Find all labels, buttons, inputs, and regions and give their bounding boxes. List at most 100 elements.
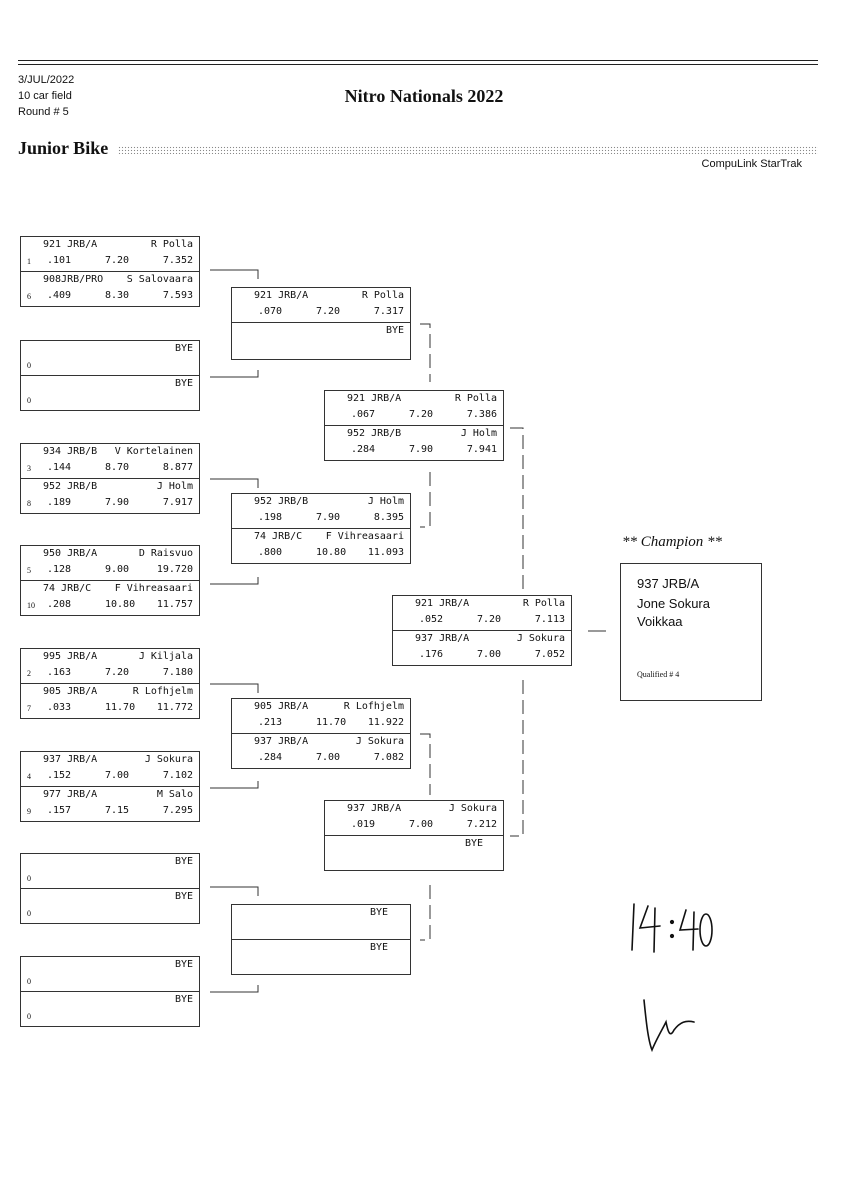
elapsed-time: 7.180 — [162, 667, 193, 678]
car-number: 952 JRB/B — [254, 496, 309, 507]
car-number: 905 JRB/A — [43, 686, 98, 697]
bye-label: BYE — [174, 891, 193, 902]
round1-match-2: BYE 0 BYE 0 — [20, 340, 200, 411]
event-meta: 3/JUL/2022 10 car field Round # 5 — [18, 72, 74, 120]
reaction-time: .152 — [47, 770, 72, 781]
car-number: 995 JRB/A — [43, 651, 98, 662]
bye-label: BYE — [369, 907, 388, 918]
seed-number: 8 — [27, 499, 31, 508]
connector-r1-4 — [210, 577, 259, 585]
champion-heading: ** Champion ** — [622, 534, 723, 550]
driver-name: R Polla — [150, 239, 193, 250]
driver-name: J Sokura — [355, 736, 404, 747]
reaction-time: .198 — [258, 512, 283, 523]
car-number: 952 JRB/B — [347, 428, 402, 439]
car-number: 950 JRB/A — [43, 548, 98, 559]
elapsed-time: 7.212 — [466, 819, 497, 830]
index-time: 8.70 — [105, 462, 130, 473]
car-number: 921 JRB/A — [254, 290, 309, 301]
car-number: 908JRB/PRO — [43, 274, 104, 285]
car-number: 74 JRB/C — [43, 583, 92, 594]
index-time: 11.70 — [105, 702, 136, 713]
driver-name: J Holm — [156, 481, 193, 492]
driver-name: S Salovaara — [126, 274, 193, 285]
connector-r1-5 — [210, 683, 259, 693]
bye-slot: BYE 0 — [21, 854, 199, 888]
reaction-time: .284 — [258, 752, 283, 763]
car-number: 937 JRB/A — [347, 803, 402, 814]
bye-slot: BYE 0 — [21, 888, 199, 923]
driver-name: J Holm — [460, 428, 497, 439]
car-number: 934 JRB/B — [43, 446, 98, 457]
reaction-time: .284 — [351, 444, 376, 455]
elapsed-time: 7.052 — [534, 649, 565, 660]
elapsed-time: 11.922 — [367, 717, 404, 728]
car-number: 937 JRB/A — [254, 736, 309, 747]
champion-box: 937 JRB/A Jone Sokura Voikkaa Qualified … — [620, 563, 762, 701]
seed-number: 9 — [27, 807, 31, 816]
index-time: 11.70 — [316, 717, 347, 728]
car-number: 921 JRB/A — [347, 393, 402, 404]
car-number: 921 JRB/A — [43, 239, 98, 250]
seed-number: 4 — [27, 772, 31, 781]
driver-name: F Vihreasaari — [114, 583, 193, 594]
bye-label: BYE — [464, 838, 483, 849]
reaction-time: .019 — [351, 819, 376, 830]
reaction-time: .208 — [47, 599, 72, 610]
index-time: 7.20 — [105, 255, 130, 266]
index-time: 7.00 — [105, 770, 130, 781]
bye-slot: BYE 0 — [21, 957, 199, 991]
round-number: Round # 5 — [18, 106, 69, 118]
driver-name: F Vihreasaari — [325, 531, 404, 542]
round1-match-8: BYE 0 BYE 0 — [20, 956, 200, 1027]
driver-name: R Lofhjelm — [132, 686, 193, 697]
index-time: 7.90 — [316, 512, 341, 523]
event-date: 3/JUL/2022 — [18, 74, 75, 86]
seed-number: 0 — [27, 909, 31, 918]
bye-label: BYE — [174, 378, 193, 389]
driver-name: J Holm — [367, 496, 404, 507]
index-time: 8.30 — [105, 290, 130, 301]
connector-r3-1 — [510, 427, 524, 590]
reaction-time: .033 — [47, 702, 72, 713]
elapsed-time: 7.082 — [373, 752, 404, 763]
bye-label: BYE — [174, 343, 193, 354]
seed-number: 0 — [27, 874, 31, 883]
field-size: 10 car field — [18, 90, 72, 102]
round2-match-4: BYE BYE — [231, 904, 411, 975]
driver-name: J Sokura — [516, 633, 565, 644]
elapsed-time: 11.757 — [156, 599, 193, 610]
bye-slot: BYE — [232, 322, 410, 359]
elapsed-time: 7.941 — [466, 444, 497, 455]
event-title: Nitro Nationals 2022 — [344, 86, 504, 106]
elapsed-time: 7.113 — [534, 614, 565, 625]
title-dotted-fill — [118, 146, 818, 154]
driver-name: R Polla — [454, 393, 497, 404]
reaction-time: .052 — [419, 614, 444, 625]
index-time: 7.00 — [409, 819, 434, 830]
elapsed-time: 7.352 — [162, 255, 193, 266]
car-number: 937 JRB/A — [415, 633, 470, 644]
reaction-time: .067 — [351, 409, 376, 420]
seed-number: 0 — [27, 396, 31, 405]
bye-label: BYE — [385, 325, 404, 336]
reaction-time: .128 — [47, 564, 72, 575]
reaction-time: .157 — [47, 805, 72, 816]
